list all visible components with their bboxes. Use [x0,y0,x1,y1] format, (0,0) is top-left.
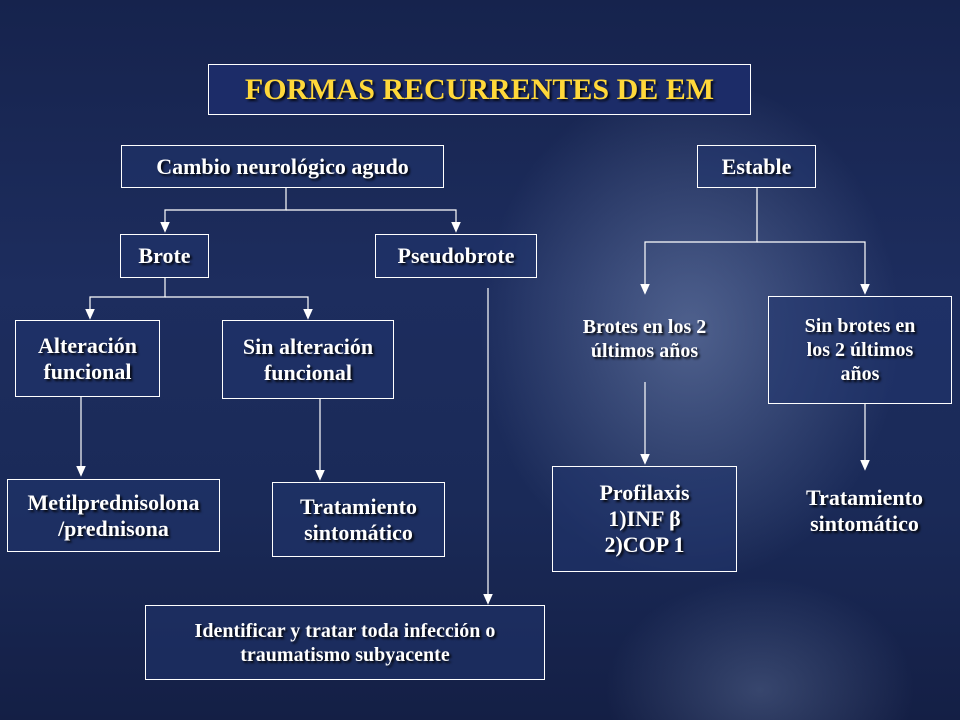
node-metilprednisolona: Metilprednisolona /prednisona [7,479,220,552]
connector-cambio-branch [160,188,287,233]
connector-brote-to-sin-alteracion [165,296,313,320]
node-brote: Brote [120,234,209,278]
node-estable: Estable [697,145,816,188]
node-alteracion-funcional: Alteración funcional [15,320,160,397]
page-title: FORMAS RECURRENTES DE EM [208,64,751,115]
node-tratamiento-sintomatico-2: Tratamiento sintomático [806,485,923,536]
connector-brote-branch [85,278,166,320]
node-profilaxis: Profilaxis 1)INF β 2)COP 1 [552,466,737,572]
connector-cambio-to-pseudobrote [286,209,461,233]
connector-estable-to-sin-brotes [757,241,870,295]
node-tratamiento-sintomatico-1: Tratamiento sintomático [272,482,445,557]
node-pseudobrote: Pseudobrote [375,234,537,278]
node-sin-brotes-2-anos: Sin brotes en los 2 últimos años [768,296,952,404]
node-sin-alteracion-funcional: Sin alteración funcional [222,320,394,399]
node-cambio-neurologico: Cambio neurológico agudo [121,145,444,188]
node-identificar-tratar: Identificar y tratar toda infección o tr… [145,605,545,680]
connector-estable-branch [640,188,758,295]
node-brotes-2-anos: Brotes en los 2 últimos años [582,316,707,362]
